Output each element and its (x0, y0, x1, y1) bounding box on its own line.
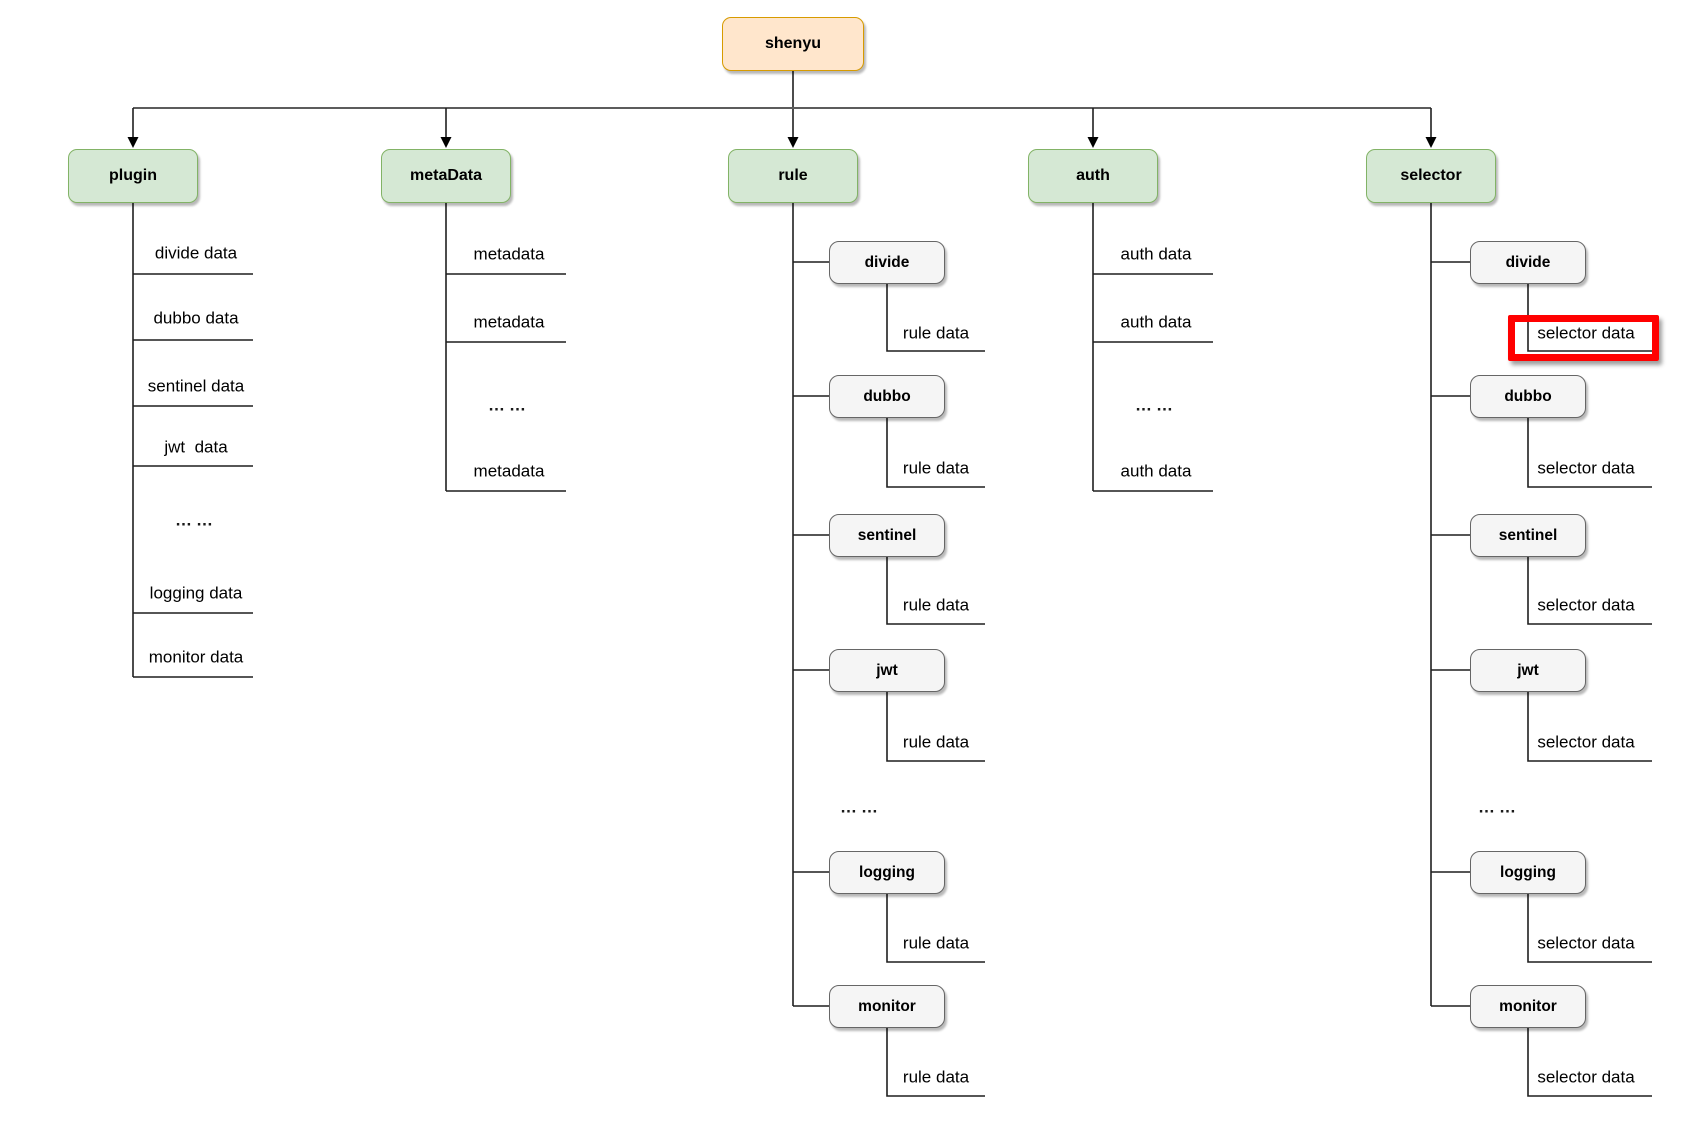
node-metadata: metaData (381, 149, 511, 203)
plugin-leaf-logging: logging data (149, 583, 243, 603)
plugin-leaf-divide: divide data (154, 243, 238, 263)
rule-leaf-5: rule data (902, 933, 970, 953)
rule-leaf-2: rule data (902, 458, 970, 478)
selector-leaf-6: selector data (1537, 1067, 1635, 1087)
auth-ellipsis: …… (1135, 395, 1177, 415)
rule-ellipsis: …… (840, 797, 882, 817)
node-plugin: plugin (68, 149, 198, 203)
selector-leaf-5: selector data (1537, 933, 1635, 953)
selector-ellipsis: …… (1478, 797, 1520, 817)
node-shenyu: shenyu (722, 17, 864, 71)
rule-child-logging: logging (829, 851, 945, 894)
node-auth: auth (1028, 149, 1158, 203)
rule-leaf-4: rule data (902, 732, 970, 752)
auth-leaf-2: auth data (1120, 312, 1192, 332)
selector-child-jwt: jwt (1470, 649, 1586, 692)
plugin-leaf-jwt: jwt data (164, 437, 228, 457)
selector-leaf-highlighted: selector data (1537, 323, 1635, 343)
rule-leaf-6: rule data (902, 1067, 970, 1087)
metadata-leaf-1: metadata (473, 244, 545, 264)
auth-leaf-1: auth data (1120, 244, 1192, 264)
highlight-box (1508, 315, 1659, 361)
plugin-leaf-dubbo: dubbo data (153, 308, 239, 328)
rule-child-sentinel: sentinel (829, 514, 945, 557)
rule-leaf-1: rule data (902, 323, 970, 343)
selector-child-divide: divide (1470, 241, 1586, 284)
rule-leaf-3: rule data (902, 595, 970, 615)
plugin-leaf-sentinel: sentinel data (147, 376, 245, 396)
rule-child-jwt: jwt (829, 649, 945, 692)
node-rule: rule (728, 149, 858, 203)
selector-leaf-4: selector data (1537, 732, 1635, 752)
selector-leaf-3: selector data (1537, 595, 1635, 615)
rule-child-divide: divide (829, 241, 945, 284)
auth-leaf-3: auth data (1120, 461, 1192, 481)
metadata-leaf-3: metadata (473, 461, 545, 481)
rule-child-monitor: monitor (829, 985, 945, 1028)
plugin-leaf-monitor: monitor data (148, 647, 244, 667)
selector-child-sentinel: sentinel (1470, 514, 1586, 557)
node-selector: selector (1366, 149, 1496, 203)
rule-child-dubbo: dubbo (829, 375, 945, 418)
selector-child-dubbo: dubbo (1470, 375, 1586, 418)
plugin-ellipsis: …… (175, 510, 217, 530)
metadata-ellipsis: …… (488, 395, 530, 415)
metadata-leaf-2: metadata (473, 312, 545, 332)
selector-leaf-2: selector data (1537, 458, 1635, 478)
selector-child-logging: logging (1470, 851, 1586, 894)
selector-child-monitor: monitor (1470, 985, 1586, 1028)
